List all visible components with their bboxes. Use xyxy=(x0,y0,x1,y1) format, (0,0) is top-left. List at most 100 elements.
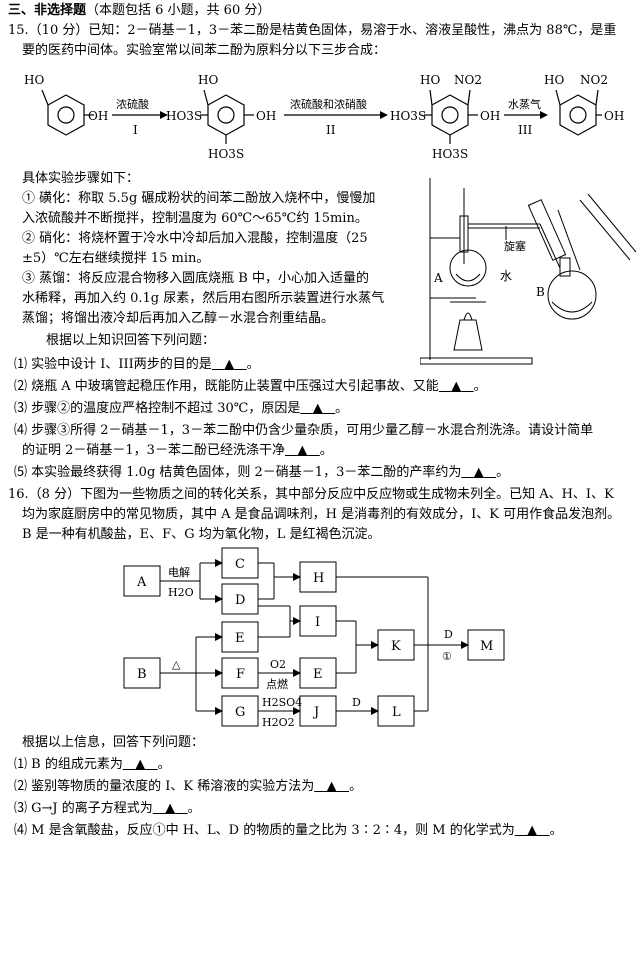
section-header: 三、非选择题（本题包括 6 小题，共 60 分） xyxy=(8,2,270,20)
box-g-label: G xyxy=(235,705,245,720)
step1-reagent: 浓硫酸 xyxy=(116,97,149,111)
answer-blank[interactable]: ▲ xyxy=(224,357,235,372)
q16-line1: 16.（8 分）下图为一些物质之间的转化关系，其中部分反应中反应物或生成物未列全… xyxy=(8,487,614,502)
q16-line2: 均为家庭厨房中的常见物质，其中 A 是食品调味剂，H 是消毒剂的有效成分，I、K… xyxy=(22,507,621,522)
answer-blank[interactable]: ▲ xyxy=(451,379,462,394)
section-title: 三、非选择题 xyxy=(8,3,87,18)
ho-label-3: HO xyxy=(420,73,440,87)
q15-question-5: ⑸ 本实验最终获得 1.0g 桔黄色固体，则 2－硝基－1，3－苯二酚的产率约为… xyxy=(14,465,510,480)
oh-label-1: OH xyxy=(88,109,108,123)
benzene-ring-4 xyxy=(559,94,597,136)
section-desc: （本题包括 6 小题，共 60 分） xyxy=(86,3,271,18)
label-ignite: 点燃 xyxy=(266,677,288,691)
step2-label: II xyxy=(326,123,336,137)
condenser xyxy=(527,199,567,261)
ho-label-4: HO xyxy=(544,73,564,87)
apparatus-label-water: 水 xyxy=(500,269,512,283)
box-i xyxy=(299,605,337,637)
box-k xyxy=(377,629,415,661)
apparatus-label-valve: 旋塞 xyxy=(504,239,526,253)
box-l xyxy=(377,695,415,727)
apparatus-label-a: A xyxy=(433,271,443,285)
q15-question-4b: 的证明 2－硝基－1，3－苯二酚已经洗涤干净 ▲ 。 xyxy=(22,443,333,458)
q16-question-4: ⑷ M 是含氧酸盐，反应①中 H、L、D 的物质的量之比为 3∶2∶4，则 M … xyxy=(14,823,563,838)
so3h-label-2a: HO3S xyxy=(166,109,202,123)
oh-label-4: OH xyxy=(604,109,624,123)
steps-line-4: ±5）℃左右继续搅拌 15 min。 xyxy=(22,251,210,266)
ho-label-1: HO xyxy=(24,73,44,87)
answer-blank[interactable]: ▲ xyxy=(165,801,176,816)
steps-line-1: ① 磺化：称取 5.5g 碾成粉状的间苯二酚放入烧杯中，慢慢加 xyxy=(22,191,376,206)
q16-question-1: ⑴ B 的组成元素为 ▲ 。 xyxy=(14,757,171,772)
box-e1-label: E xyxy=(235,631,245,646)
q15-line1: 15.（10 分）已知：2－硝基－1，3－苯二酚是桔黄色固体，易溶于水、溶液呈酸… xyxy=(8,23,617,38)
box-b xyxy=(123,657,161,689)
steps-line-5: ③ 蒸馏：将反应混合物移入圆底烧瓶 B 中，小心加入适量的 xyxy=(22,271,369,286)
q15-question-3: ⑶ 步骤②的温度应严格控制不超过 30℃，原因是 ▲ 。 xyxy=(14,401,349,416)
flask-b-neck xyxy=(559,257,571,277)
label-electrolysis: 电解 xyxy=(168,565,190,579)
box-b-label: B xyxy=(137,667,147,682)
oh-label-3: OH xyxy=(480,109,500,123)
flask-b xyxy=(547,270,597,320)
step3-reagent: 水蒸气 xyxy=(508,97,541,111)
box-h xyxy=(299,561,337,593)
label-heat: △ xyxy=(172,658,181,671)
box-i-label: I xyxy=(315,615,320,630)
q15-line2: 要的医药中间体。实验室常以间苯二酚为原料分以下三步合成： xyxy=(22,43,387,58)
answer-blank[interactable]: ▲ xyxy=(326,779,337,794)
label-reaction-1: ① xyxy=(442,650,452,663)
box-f xyxy=(221,657,259,689)
label-o2: O2 xyxy=(270,658,286,671)
answer-blank[interactable]: ▲ xyxy=(135,757,146,772)
q16-question-3: ⑶ G→J 的离子方程式为 ▲ 。 xyxy=(14,801,201,816)
steps-line-7: 蒸馏；将馏出液冷却后再加入乙醇－水混合剂重结晶。 xyxy=(22,311,335,326)
q16-question-2: ⑵ 鉴别等物质的量浓度的 I、K 稀溶液的实验方法为 ▲ 。 xyxy=(14,779,363,794)
label-h2o: H2O xyxy=(168,586,194,599)
synthesis-scheme: HO OH 浓硫酸 I HO HO3S OH HO3S 浓硫酸和浓硝酸 II H… xyxy=(24,73,624,161)
label-h2so4: H2SO4 xyxy=(262,696,302,709)
box-m xyxy=(467,629,505,661)
so3h-label-3b: HO3S xyxy=(432,147,468,161)
steps-line-0: 具体实验步骤如下： xyxy=(22,171,140,186)
so3h-label-3a: HO3S xyxy=(390,109,426,123)
benzene-ring-3 xyxy=(431,94,469,136)
stand-base xyxy=(420,357,533,365)
benzene-ring-2 xyxy=(207,94,245,136)
box-f-label: F xyxy=(236,667,245,682)
label-h2o2: H2O2 xyxy=(262,716,295,729)
conversion-diagram: A C D H I E B F E K M G J L 电解 H2O △ O2 … xyxy=(123,547,505,729)
label-d2: D xyxy=(444,628,453,641)
step2-reagent: 浓硫酸和浓硝酸 xyxy=(290,97,367,111)
box-h-label: H xyxy=(313,571,324,586)
answer-blank[interactable]: ▲ xyxy=(312,401,323,416)
answer-blank[interactable]: ▲ xyxy=(527,823,538,838)
box-j xyxy=(299,695,337,727)
steps-line-2: 入浓硫酸并不断搅拌，控制温度为 60℃～65℃约 15min。 xyxy=(22,211,368,226)
answer-blank[interactable]: ▲ xyxy=(473,465,484,480)
answer-blank[interactable]: ▲ xyxy=(297,443,308,458)
box-e2-label: E xyxy=(313,667,323,682)
q16-after: 根据以上信息，回答下列问题： xyxy=(22,735,205,750)
q16-line3: B 是一种有机酸盐，E、F、G 均为氧化物，L 是红褐色沉淀。 xyxy=(22,527,381,542)
box-d-label: D xyxy=(235,593,245,608)
steps-line-8: 根据以上知识回答下列问题： xyxy=(46,333,216,348)
aromatic-circle-1 xyxy=(57,106,75,124)
box-l-label: L xyxy=(392,705,401,720)
distillation-apparatus: A 水 B 旋塞 xyxy=(420,178,637,365)
box-a-label: A xyxy=(136,575,147,590)
step3-label: III xyxy=(518,123,532,137)
q15-question-1: ⑴ 实验中设计 I、III两步的目的是 ▲ 。 xyxy=(14,357,260,372)
steps-line-3: ② 硝化：将烧杯置于冷水中冷却后加入混酸，控制温度（25 xyxy=(22,231,368,246)
ho-label-2: HO xyxy=(198,73,218,87)
box-j-label: J xyxy=(312,705,319,720)
oh-label-2: OH xyxy=(256,109,276,123)
steps-line-6: 水稀释，再加入约 0.1g 尿素，然后用右图所示装置进行水蒸气 xyxy=(22,291,385,306)
no2-label-3: NO2 xyxy=(454,73,482,87)
q15-question-2: ⑵ 烧瓶 A 中玻璃管起稳压作用，既能防止装置中压强过大引起事故、又能 ▲ 。 xyxy=(14,379,487,394)
label-d1: D xyxy=(352,696,361,709)
box-k-label: K xyxy=(391,639,401,654)
benzene-ring-1 xyxy=(47,94,85,136)
no2-label-4: NO2 xyxy=(580,73,608,87)
so3h-label-2b: HO3S xyxy=(208,147,244,161)
